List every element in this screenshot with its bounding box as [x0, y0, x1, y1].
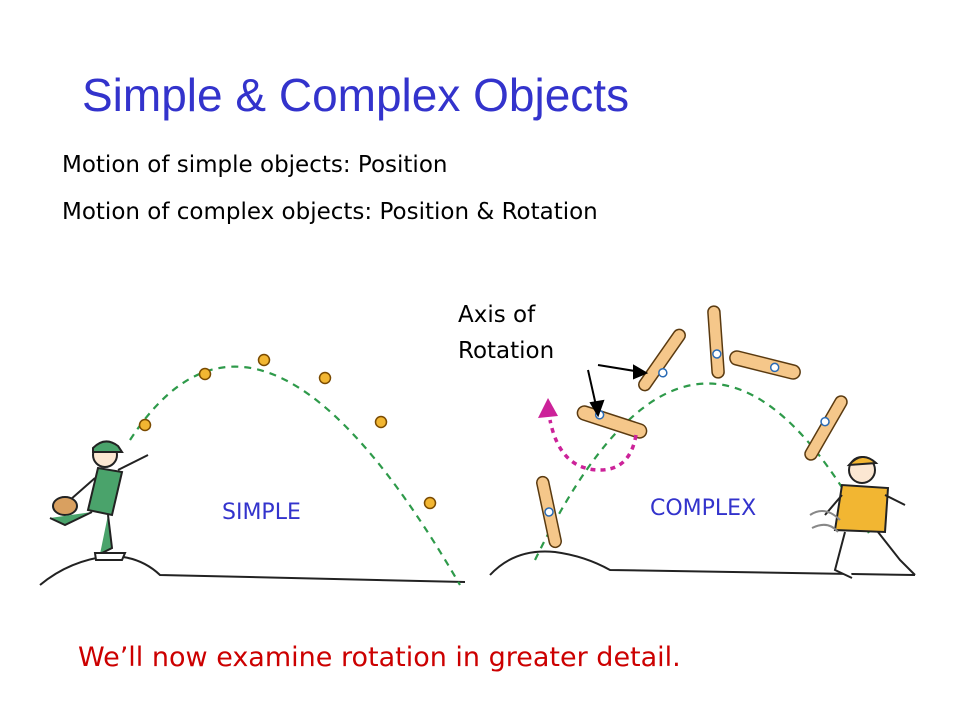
simple-trajectory: [129, 365, 461, 586]
rotation-arrow: [548, 419, 638, 472]
axis-label-line2: Rotation: [458, 338, 555, 364]
simple-label: SIMPLE: [222, 500, 301, 525]
axis-label-line1: Axis of: [458, 302, 536, 328]
thrower-figure: [49, 440, 149, 561]
complex-label: COMPLEX: [650, 496, 757, 521]
complex-trajectory: [534, 382, 871, 561]
ground-right: [489, 550, 916, 576]
bullet-simple-motion: Motion of simple objects: Position: [62, 152, 448, 178]
ball: [198, 367, 212, 381]
ball: [257, 353, 271, 367]
ball: [138, 418, 152, 432]
bullet-complex-motion: Motion of complex objects: Position & Ro…: [62, 199, 598, 225]
bat: [804, 395, 848, 461]
batter-figure: [809, 456, 916, 579]
ball-markers: [138, 353, 437, 510]
footer-note: We’ll now examine rotation in greater de…: [78, 642, 681, 673]
slide-title: Simple & Complex Objects: [82, 69, 630, 121]
axis-pointer-arrows: [587, 364, 649, 418]
rotation-arrowhead: [538, 398, 558, 418]
bat: [707, 305, 725, 379]
ball: [318, 371, 332, 385]
ball: [423, 496, 437, 510]
bat: [638, 328, 686, 392]
axis-of-rotation-label: Axis of Rotation: [458, 297, 554, 369]
bat-markers: [536, 305, 848, 549]
bat: [576, 405, 648, 439]
ball: [374, 415, 388, 429]
bat: [729, 350, 801, 380]
bat: [536, 475, 562, 549]
